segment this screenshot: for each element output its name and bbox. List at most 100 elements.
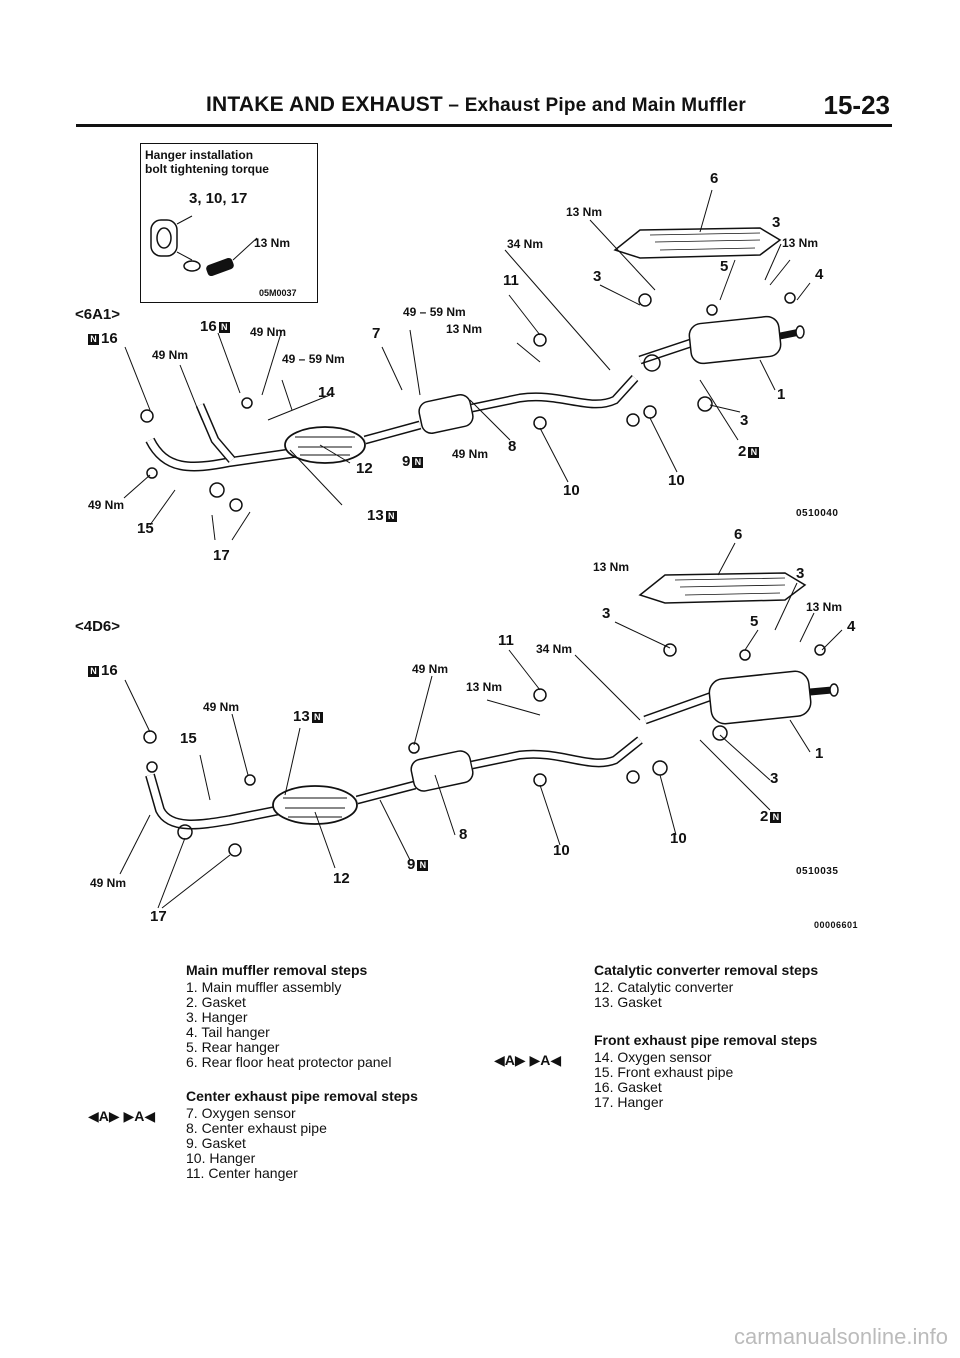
label-4d6-13nm-a: 13 Nm — [466, 680, 503, 694]
center-pipe-heading: Center exhaust pipe removal steps — [186, 1088, 418, 1104]
label-6a1-13nm-b: 13 Nm — [566, 205, 603, 219]
service-symbols-front: ◀A▶ ▶A◀ — [494, 1052, 562, 1068]
step-item: 16. Gasket — [594, 1079, 662, 1095]
step-item: 17. Hanger — [594, 1094, 664, 1110]
label-6a1-49nm-a: 49 Nm — [152, 348, 189, 362]
label-4d6-11: 11 — [498, 632, 514, 649]
label-6a1-49nm-d: 49 Nm — [88, 498, 125, 512]
step-item: 11. Center hanger — [186, 1165, 298, 1181]
label-4d6-6: 6 — [734, 526, 743, 543]
front-pipe-heading: Front exhaust pipe removal steps — [594, 1032, 818, 1048]
label-6a1-34nm: 34 Nm — [507, 237, 544, 251]
step-item: 3. Hanger — [186, 1009, 248, 1025]
label-6a1-4959nm-b: 49 – 59 Nm — [403, 305, 466, 319]
section-title: INTAKE AND EXHAUST – Exhaust Pipe and Ma… — [206, 93, 746, 117]
label-4d6-1: 1 — [815, 745, 824, 762]
label-6a1-8: 8 — [508, 438, 517, 455]
label-6a1-5: 5 — [720, 258, 729, 275]
new-part-badge: N — [417, 860, 429, 871]
label-4d6-34nm: 34 Nm — [536, 642, 573, 656]
label-6a1-4: 4 — [815, 266, 824, 283]
inset-code: 05M0037 — [259, 288, 297, 298]
new-part-badge: N — [311, 712, 323, 723]
service-symbols-center: ◀A▶ ▶A◀ — [88, 1108, 156, 1124]
label-6a1-12: 12 — [356, 460, 373, 477]
step-item: 2. Gasket — [186, 994, 246, 1010]
step-item: 4. Tail hanger — [186, 1024, 270, 1040]
inset-title: Hanger installation bolt tightening torq… — [145, 148, 269, 176]
label-4d6-12: 12 — [333, 870, 350, 887]
label-6a1-4959nm-a: 49 – 59 Nm — [282, 352, 345, 366]
label-6a1-14: 14 — [318, 384, 335, 401]
hanger-bolt-icon — [150, 215, 258, 277]
figure-code: 00006601 — [814, 920, 859, 930]
label-6a1-49nm-c: 49 Nm — [452, 447, 489, 461]
label-4d6-49nm-b: 49 Nm — [412, 662, 449, 676]
label-6a1-13nm-a: 13 Nm — [446, 322, 483, 336]
label-6a1-6: 6 — [710, 170, 719, 187]
label-6a1-3b: 3 — [593, 268, 602, 285]
new-part-badge: N — [88, 334, 99, 345]
label-4d6-13nm-b: 13 Nm — [593, 560, 630, 574]
label-6a1-3a: 3 — [772, 214, 781, 231]
front-pipe-steps: Front exhaust pipe removal steps 14. Oxy… — [594, 1033, 817, 1110]
label-4d6-10a: 10 — [553, 842, 570, 859]
new-part-badge: N — [218, 322, 230, 333]
label-6a1-17: 17 — [213, 547, 230, 564]
label-4d6-4: 4 — [847, 618, 856, 635]
new-part-badge: N — [385, 511, 397, 522]
diagram-6a1-art — [123, 189, 811, 541]
label-4d6-8: 8 — [459, 826, 468, 843]
label-4d6-17: 17 — [150, 908, 167, 925]
label-6a1-11: 11 — [503, 272, 519, 289]
label-6a1-15: 15 — [137, 520, 154, 537]
new-part-badge: N — [88, 666, 99, 677]
variant-4d6: <4D6> — [75, 618, 121, 635]
step-item: 13. Gasket — [594, 994, 662, 1010]
variant-6a1: <6A1> — [75, 306, 121, 323]
watermark: carmanualsonline.info — [733, 1324, 948, 1349]
step-item: 8. Center exhaust pipe — [186, 1120, 327, 1136]
label-6a1-3c: 3 — [740, 412, 749, 429]
label-4d6-3a: 3 — [796, 565, 805, 582]
label-4d6-10b: 10 — [670, 830, 687, 847]
main-muffler-heading: Main muffler removal steps — [186, 962, 368, 978]
header-rule — [76, 124, 892, 127]
inset-torque: 13 Nm — [254, 236, 291, 250]
label-6a1-7: 7 — [372, 325, 381, 342]
inset-title-line1: Hanger installation — [145, 148, 254, 162]
step-item: 5. Rear hanger — [186, 1039, 280, 1055]
step-item: 15. Front exhaust pipe — [594, 1064, 734, 1080]
section-name: INTAKE AND EXHAUST — [206, 93, 443, 116]
step-item: 14. Oxygen sensor — [594, 1049, 712, 1065]
label-6a1-10a: 10 — [563, 482, 580, 499]
title-dash: – — [442, 95, 465, 116]
label-6a1-1: 1 — [777, 386, 786, 403]
inset-title-line2: bolt tightening torque — [145, 162, 269, 176]
catalytic-steps: Catalytic converter removal steps 12. Ca… — [594, 963, 818, 1010]
subsection-name: Exhaust Pipe and Main Muffler — [464, 95, 747, 116]
label-6a1-10b: 10 — [668, 472, 685, 489]
code-4d6: 0510035 — [796, 866, 839, 877]
step-item: 9. Gasket — [186, 1135, 246, 1151]
label-4d6-15: 15 — [180, 730, 197, 747]
step-item: 1. Main muffler assembly — [186, 979, 342, 995]
center-pipe-steps: Center exhaust pipe removal steps 7. Oxy… — [186, 1089, 418, 1181]
label-4d6-3b: 3 — [602, 605, 611, 622]
inset-item-numbers: 3, 10, 17 — [189, 190, 248, 207]
page-header: INTAKE AND EXHAUST – Exhaust Pipe and Ma… — [0, 0, 960, 130]
label-6a1-13nm-c: 13 Nm — [782, 236, 819, 250]
new-part-badge: N — [412, 457, 424, 468]
step-item: 7. Oxygen sensor — [186, 1105, 296, 1121]
label-6a1-49nm-b: 49 Nm — [250, 325, 287, 339]
